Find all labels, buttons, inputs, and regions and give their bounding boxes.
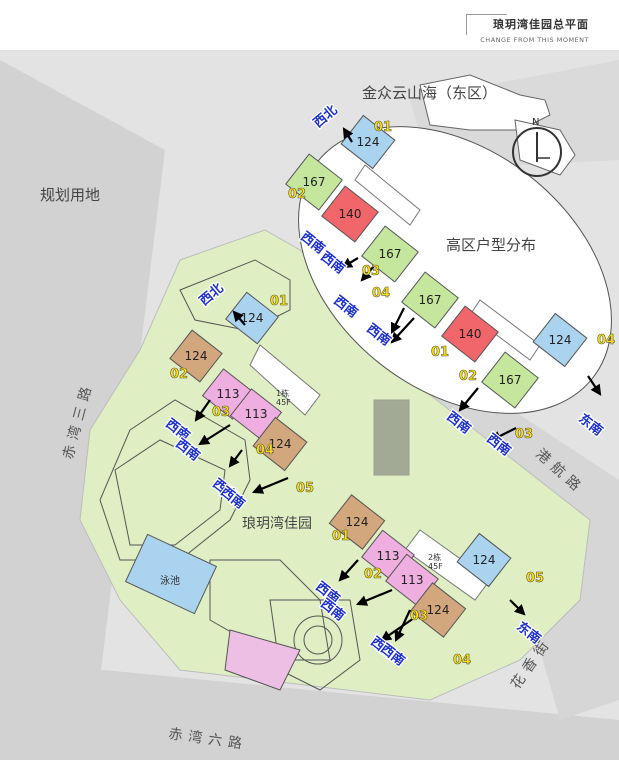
planned-land-label: 规划用地 bbox=[40, 186, 100, 204]
unit-block-shape bbox=[252, 416, 308, 472]
unit-number-label: 03 bbox=[515, 427, 533, 442]
unit-area-label: 140 bbox=[339, 207, 362, 221]
neighbor-label: 金众云山海（东区） bbox=[362, 84, 497, 102]
unit-area-label: 124 bbox=[473, 553, 496, 567]
orientation-arrow-icon bbox=[342, 127, 354, 143]
orientation-arrow-icon bbox=[338, 559, 359, 582]
orientation-arrow-icon bbox=[458, 387, 479, 412]
site-plan-map: 1241671401671671401671241241241131131241… bbox=[0, 51, 619, 760]
unit-number-label: 04 bbox=[372, 286, 390, 301]
unit-number-label: 03 bbox=[212, 405, 230, 420]
unit-area-label: 124 bbox=[241, 311, 264, 325]
orientation-arrow-icon bbox=[490, 427, 517, 441]
unit-block-shape bbox=[285, 153, 343, 211]
building-cores bbox=[249, 164, 541, 601]
unit-number-label: 02 bbox=[364, 567, 382, 582]
orientation-arrows bbox=[194, 127, 602, 642]
orientation-arrow-icon bbox=[391, 307, 405, 334]
page-title: 琅玥湾佳园总平面 bbox=[493, 18, 589, 31]
page-subtitle: CHANGE FROM THIS MOMENT bbox=[480, 36, 589, 44]
unit-block bbox=[456, 532, 512, 588]
orientation-arrow-icon bbox=[198, 424, 231, 446]
unit-number-label: 05 bbox=[526, 571, 544, 586]
unit-block bbox=[409, 582, 467, 638]
unit-block bbox=[481, 351, 539, 409]
community-label: 琅玥湾佳园 bbox=[242, 515, 312, 532]
pool-label: 泳池 bbox=[160, 574, 180, 587]
unit-block bbox=[361, 225, 419, 283]
orientation-arrow-icon bbox=[360, 265, 375, 282]
orientation-arrow-icon bbox=[390, 317, 415, 344]
unit-block-shape bbox=[409, 582, 467, 638]
compass: N bbox=[512, 117, 562, 177]
unit-number-label: 01 bbox=[431, 345, 449, 360]
unit-number-labels: 01 02 03 04 01 02 03 04 01 02 03 04 05 01 02 03 04 05 bbox=[170, 120, 616, 669]
header-corner-mark bbox=[466, 14, 507, 35]
unit-block-shape bbox=[169, 329, 223, 383]
unit-area-label: 113 bbox=[401, 573, 424, 587]
unit-block bbox=[532, 312, 588, 368]
unit-area-label: 113 bbox=[377, 549, 400, 563]
orientation-arrow-icon bbox=[194, 399, 211, 422]
high-zone-title: 高区户型分布 bbox=[446, 236, 536, 254]
orientation-arrow-icon bbox=[341, 257, 359, 269]
unit-area-label: 124 bbox=[269, 437, 292, 451]
unit-block bbox=[321, 185, 379, 243]
unit-area-label: 167 bbox=[303, 175, 326, 189]
unit-block-shape bbox=[361, 225, 419, 283]
unit-area-label: 167 bbox=[499, 373, 522, 387]
unit-block bbox=[169, 329, 223, 383]
unit-area-label: 113 bbox=[217, 387, 240, 401]
orientation-arrow-icon bbox=[509, 599, 526, 616]
unit-block-shape bbox=[441, 305, 499, 363]
unit-area-label: 124 bbox=[346, 515, 369, 529]
unit-area-label: 124 bbox=[357, 135, 380, 149]
header: 琅玥湾佳园总平面 CHANGE FROM THIS MOMENT bbox=[0, 0, 619, 51]
unit-number-label: 03 bbox=[362, 264, 380, 279]
unit-area-label: 124 bbox=[549, 333, 572, 347]
unit-number-label: 04 bbox=[597, 333, 615, 348]
unit-number-label: 04 bbox=[256, 443, 274, 458]
north-label: N bbox=[532, 117, 539, 128]
orientation-arrow-icon bbox=[380, 617, 415, 642]
unit-number-label: 04 bbox=[453, 653, 471, 668]
unit-block-shape bbox=[481, 351, 539, 409]
unit-block-shape bbox=[321, 185, 379, 243]
unit-number-label: 01 bbox=[374, 120, 392, 135]
orientation-arrow-icon bbox=[587, 375, 602, 396]
pool bbox=[124, 533, 218, 615]
unit-block-shape bbox=[328, 494, 386, 550]
unit-block bbox=[401, 271, 459, 329]
orientation-arrow-icon bbox=[251, 476, 289, 494]
unit-block bbox=[285, 153, 343, 211]
unit-number-label: 02 bbox=[459, 369, 477, 384]
unit-area-label: 140 bbox=[459, 327, 482, 341]
unit-block bbox=[252, 416, 308, 472]
unit-number-label: 05 bbox=[296, 481, 314, 496]
unit-number-label: 02 bbox=[288, 187, 306, 202]
unit-block-shape bbox=[532, 312, 588, 368]
unit-area-label: 124 bbox=[427, 603, 450, 617]
orientation-arrow-icon bbox=[232, 310, 246, 326]
unit-block-shape bbox=[456, 532, 512, 588]
orientation-arrow-icon bbox=[228, 449, 243, 468]
unit-block bbox=[225, 291, 279, 345]
unit-number-label: 02 bbox=[170, 367, 188, 382]
unit-area-label: 167 bbox=[419, 293, 442, 307]
unit-area-label: 167 bbox=[379, 247, 402, 261]
unit-block-shape bbox=[401, 271, 459, 329]
unit-number-label: 03 bbox=[410, 609, 428, 624]
unit-number-label: 01 bbox=[332, 529, 350, 544]
unit-number-label: 01 bbox=[270, 294, 288, 309]
unit-block-shape bbox=[225, 291, 279, 345]
unit-block bbox=[328, 494, 386, 550]
unit-blocks: 1241671401671671401671241241241131131241… bbox=[169, 114, 588, 638]
unit-block bbox=[441, 305, 499, 363]
unit-area-label: 124 bbox=[185, 349, 208, 363]
unit-area-label: 113 bbox=[245, 407, 268, 421]
orientation-arrow-icon bbox=[355, 588, 393, 606]
